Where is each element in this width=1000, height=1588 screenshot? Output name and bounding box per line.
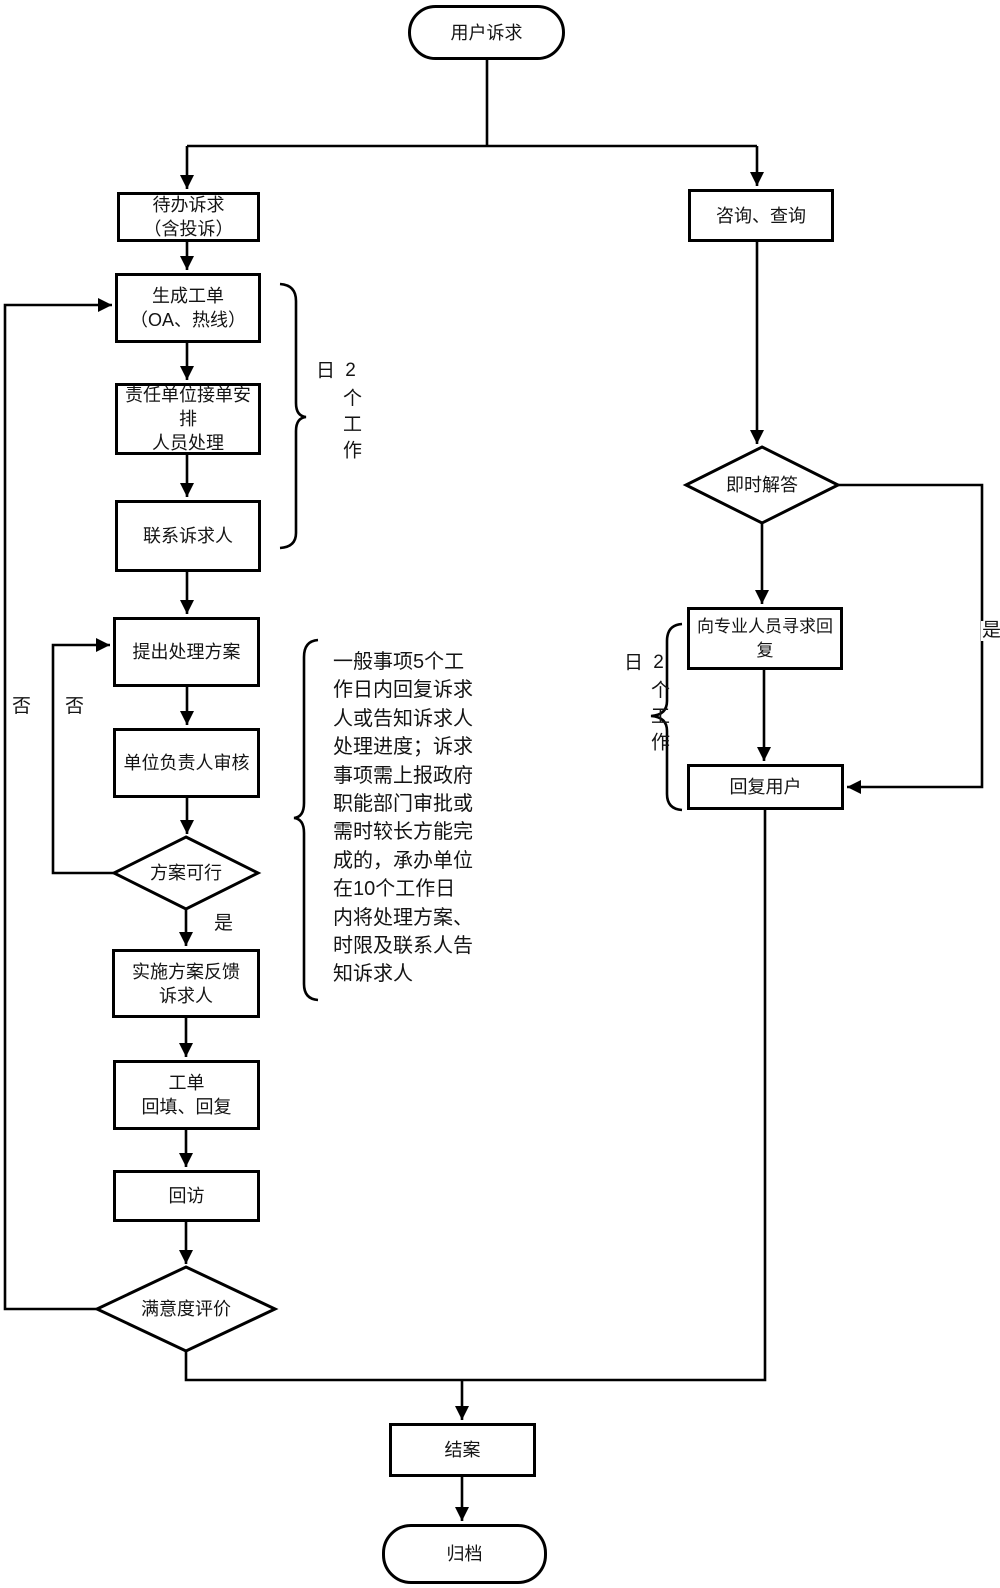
node-pending: 待办诉求 （含投诉） — [117, 192, 260, 242]
node-review: 单位负责人审核 — [113, 728, 260, 798]
brace-right-workdays — [650, 622, 683, 812]
node-consult: 咨询、查询 — [688, 189, 834, 242]
brace-note — [293, 638, 319, 1002]
node-seek-expert: 向专业人员寻求回复 — [687, 607, 843, 670]
brace-left-workdays — [279, 282, 307, 550]
edge-label-yes-feasible: 是 — [213, 913, 235, 934]
node-satisfaction-shape — [93, 1265, 279, 1353]
edge-instant-yes — [838, 483, 984, 794]
node-contact: 联系诉求人 — [115, 500, 261, 572]
node-reply-user: 回复用户 — [687, 764, 844, 810]
annotation-note: 一般事项5个工作日内回复诉求人或告知诉求人处理进度；诉求事项需上报政府职能部门审… — [333, 651, 473, 986]
node-fill-order: 工单 回填、回复 — [113, 1060, 260, 1130]
edge-label-no-inner: 否 — [64, 696, 86, 717]
node-gen-order: 生成工单 （OA、热线） — [115, 273, 261, 343]
node-revisit: 回访 — [113, 1170, 260, 1222]
node-archive: 归档 — [382, 1524, 547, 1584]
edge-merge-bar — [184, 810, 767, 1382]
node-instant-shape — [682, 445, 842, 525]
annotation-workdays-left: 2个工作日 — [313, 360, 361, 466]
node-propose: 提出处理方案 — [113, 617, 260, 687]
node-close-case: 结案 — [389, 1423, 536, 1477]
edge-satisfaction-no-loop — [3, 298, 112, 1311]
node-feasible-label: 方案可行 — [150, 862, 222, 883]
node-instant-label: 即时解答 — [726, 474, 798, 495]
annotation-workdays-right: 2个工作日 — [621, 652, 669, 758]
edge-feasible-no-loop — [51, 638, 114, 875]
edge-label-yes-instant: 是 — [981, 621, 1000, 641]
node-feasible-shape — [110, 835, 262, 911]
node-satisfaction-label: 满意度评价 — [141, 1298, 231, 1319]
node-implement: 实施方案反馈 诉求人 — [112, 949, 260, 1018]
node-assign: 责任单位接单安排 人员处理 — [115, 383, 261, 455]
edge-label-no-outer: 否 — [11, 696, 33, 717]
node-start: 用户诉求 — [408, 5, 565, 60]
